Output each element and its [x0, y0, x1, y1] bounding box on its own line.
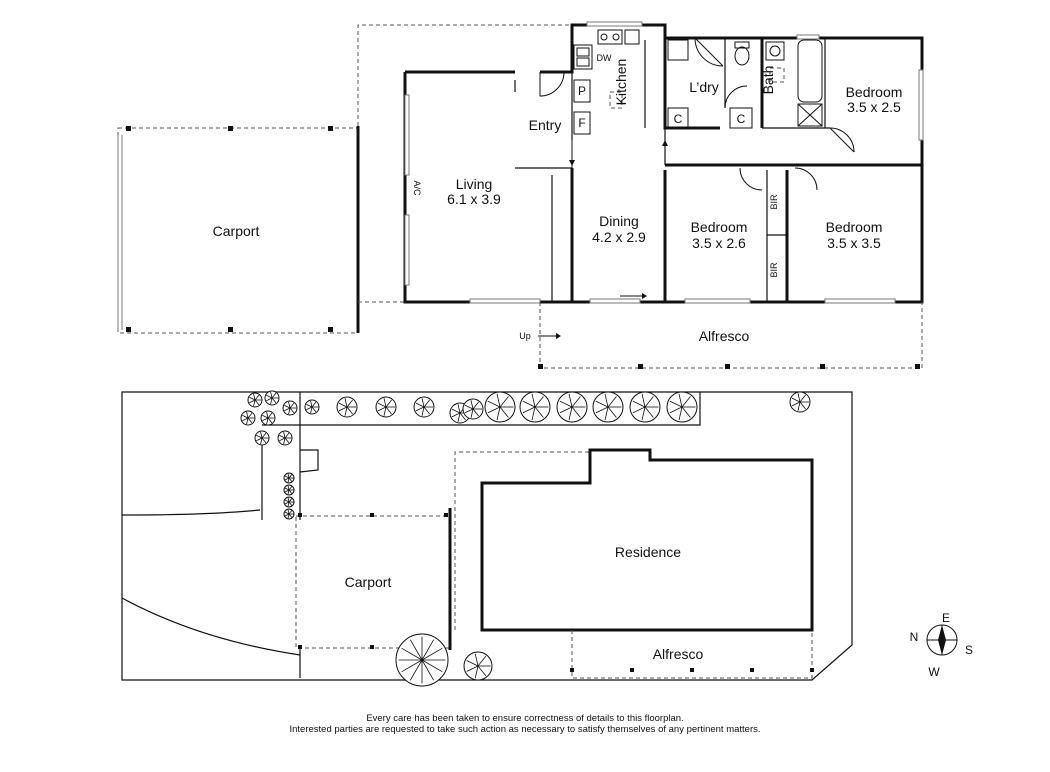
floor-plan: Carport Living 6.1 x 3.9 Entry Kitchen L… [117, 21, 924, 369]
label-laundry-cupboard: C [674, 112, 683, 126]
label-up: Up [519, 331, 531, 341]
label-bir-upper: BIR [769, 194, 779, 210]
room-label-carport-top: Carport [213, 223, 260, 239]
carport-top-structure [117, 24, 572, 334]
tree-icon [395, 633, 449, 687]
disclaimer: Every care has been taken to ensure corr… [0, 713, 1050, 735]
site-label-carport: Carport [345, 574, 392, 590]
room-label-laundry: L’dry [689, 79, 719, 95]
compass-n: N [910, 630, 919, 644]
shrub-icon [264, 390, 280, 406]
room-labels: Carport Living 6.1 x 3.9 Entry Kitchen L… [213, 59, 903, 344]
site-boundary [121, 391, 853, 681]
site-label-alfresco: Alfresco [653, 646, 704, 662]
room-label-entry: Entry [529, 117, 562, 133]
room-label-alfresco-top: Alfresco [699, 328, 750, 344]
label-pantry: P [578, 84, 586, 98]
shrub-icon [260, 410, 276, 426]
shrub-icon [240, 410, 256, 426]
compass-s: S [965, 643, 973, 657]
shrub-icon [336, 396, 358, 418]
shrub-icon [556, 391, 588, 423]
shrub-icon [413, 396, 435, 418]
shrub-icon [283, 496, 295, 508]
disclaimer-line-2: Interested parties are requested to take… [289, 724, 761, 735]
label-bir-lower: BIR [769, 262, 779, 278]
alfresco-top-structure [538, 302, 923, 369]
doors [539, 37, 855, 299]
shrub-icon [304, 399, 320, 415]
shrub-icon [247, 392, 263, 408]
shrub-icon [282, 400, 298, 416]
room-label-bedroom-3: Bedroom [826, 219, 883, 235]
label-aircon: A/C [412, 180, 422, 196]
shrub-icon [283, 472, 295, 484]
shrub-icon [666, 391, 698, 423]
compass-e: E [942, 611, 950, 625]
shrub-icon [277, 430, 293, 446]
trees [240, 390, 811, 687]
room-size-bedroom-3: 3.5 x 3.5 [827, 235, 881, 251]
compass: N E S W [910, 611, 973, 679]
shrub-icon [629, 391, 661, 423]
shrub-icon [484, 391, 516, 423]
room-size-living: 6.1 x 3.9 [447, 191, 501, 207]
label-dishwasher: DW [597, 53, 612, 63]
room-label-bath: Bath [760, 66, 776, 95]
room-size-bedroom-1: 3.5 x 2.5 [847, 99, 901, 115]
room-size-dining: 4.2 x 2.9 [592, 229, 646, 245]
site-label-residence: Residence [615, 544, 681, 560]
label-fridge: F [578, 116, 585, 130]
room-label-kitchen: Kitchen [613, 59, 629, 106]
shrub-icon [592, 391, 624, 423]
room-label-bedroom-2: Bedroom [691, 219, 748, 235]
shrub-icon [789, 391, 811, 413]
shrub-icon [519, 391, 551, 423]
room-label-bedroom-1: Bedroom [846, 84, 903, 100]
windows [404, 21, 924, 304]
fixture-labels: DW P F C C BIR BIR A/C Up [412, 53, 779, 341]
shrub-icon [254, 430, 270, 446]
shrub-icon [462, 398, 484, 420]
room-label-living: Living [456, 176, 493, 192]
tree-icon [463, 651, 493, 681]
residence-outline [480, 448, 814, 632]
disclaimer-line-1: Every care has been taken to ensure corr… [366, 713, 684, 724]
site-plan: Residence Carport Alfresco [121, 390, 853, 687]
compass-icon [926, 624, 958, 656]
label-bath-cupboard: C [737, 112, 746, 126]
house-walls [403, 23, 924, 304]
fixtures [573, 29, 823, 135]
shrub-icon [283, 508, 295, 520]
room-label-dining: Dining [599, 213, 639, 229]
shrub-icon [375, 396, 397, 418]
shrub-icon [283, 484, 295, 496]
compass-w: W [928, 665, 940, 679]
room-size-bedroom-2: 3.5 x 2.6 [692, 235, 746, 251]
